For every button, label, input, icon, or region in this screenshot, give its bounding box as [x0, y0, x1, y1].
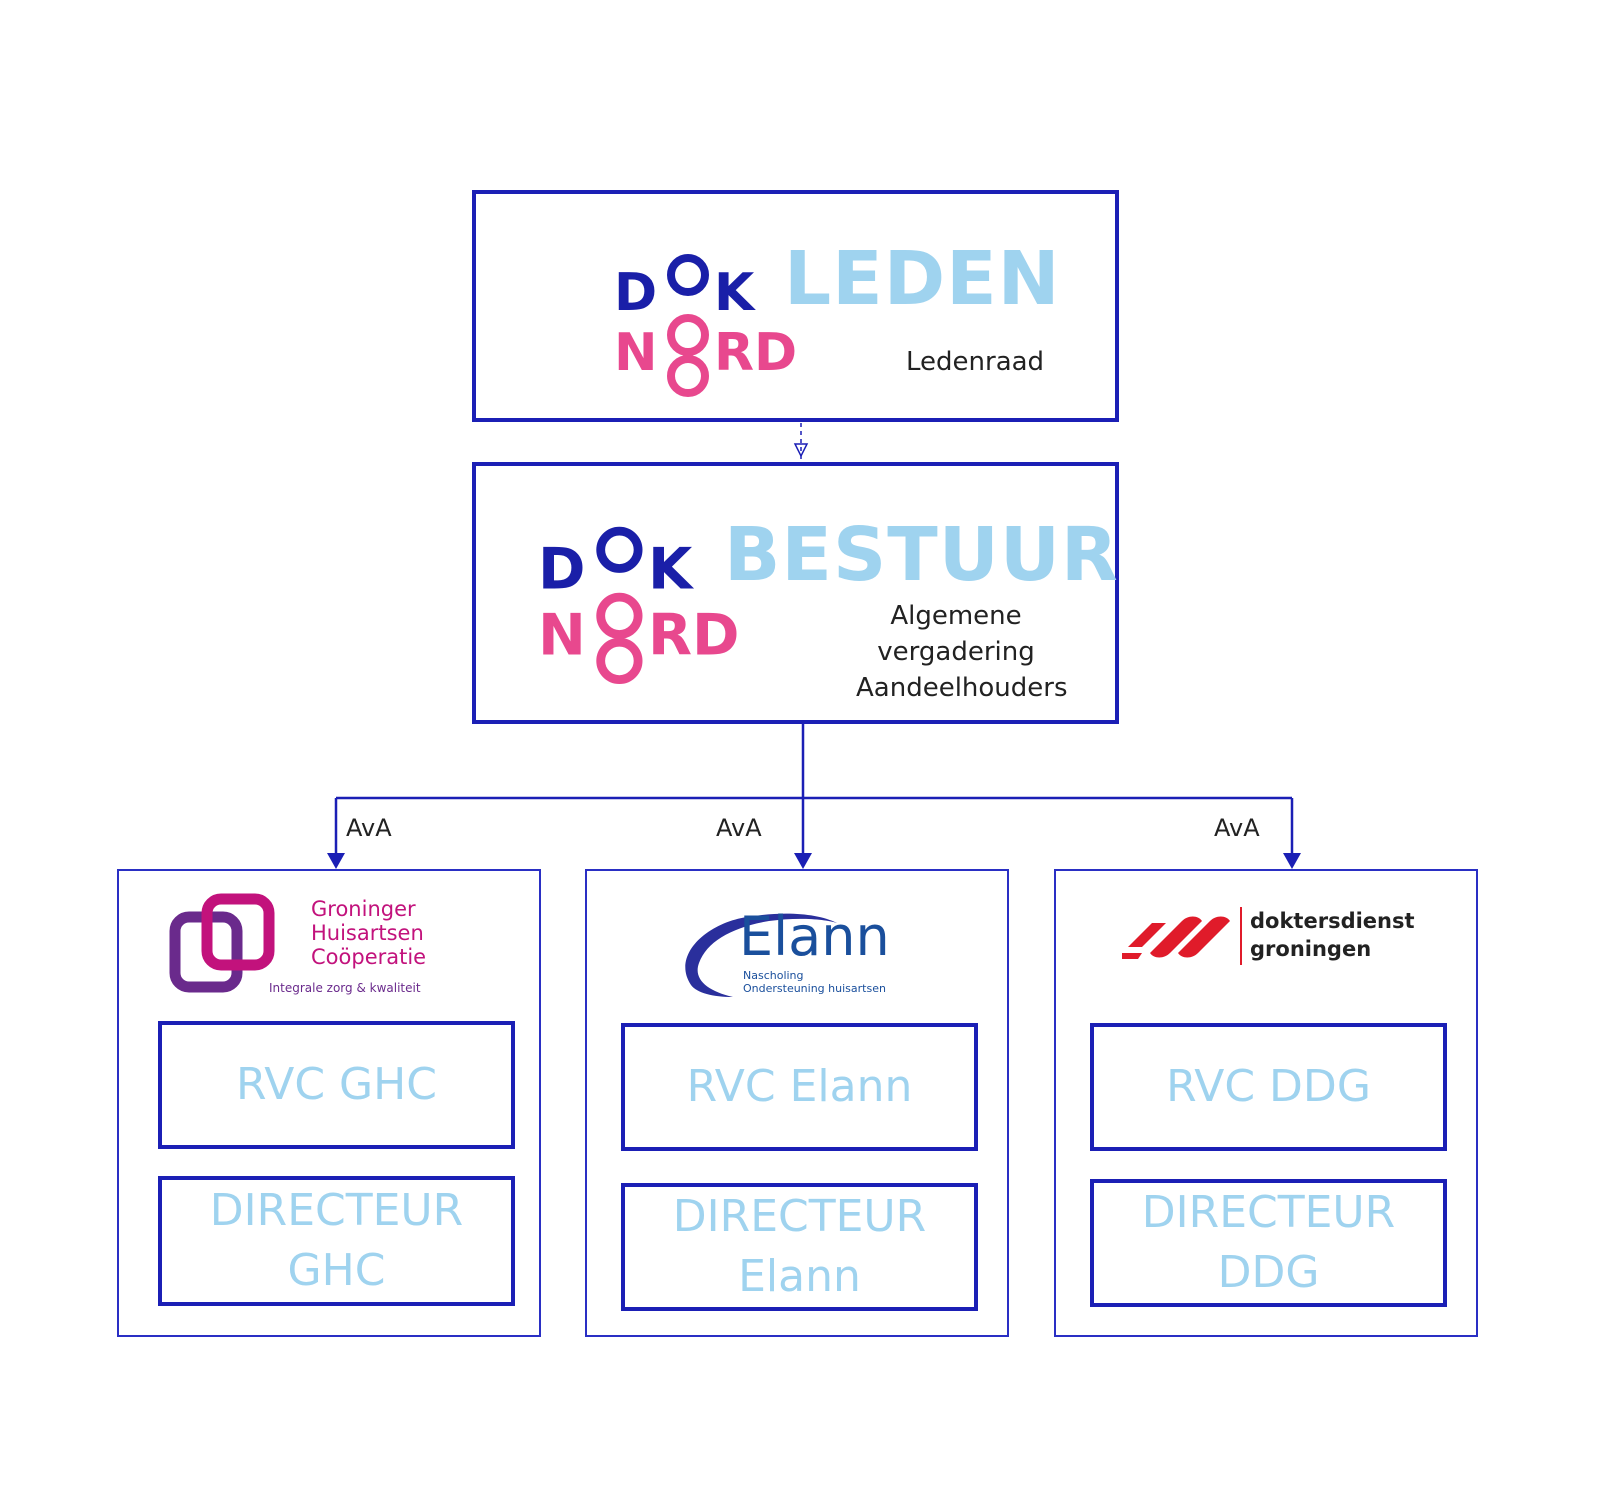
elann-name: Elann	[739, 905, 890, 968]
ava-line-3: Aandeelhouders	[856, 673, 1068, 703]
directeur-ghc-line-1: DIRECTEUR	[209, 1185, 464, 1236]
elann-sub-2: Ondersteuning huisartsen	[743, 982, 886, 995]
directeur-ddg-line-2: DDG	[1217, 1247, 1320, 1298]
svg-text:N: N	[538, 602, 586, 668]
rvc-elann-label: RVC Elann	[686, 1061, 913, 1112]
svg-text:N: N	[614, 323, 658, 383]
ddg-name-line-1: doktersdienst	[1250, 909, 1415, 933]
left-arrow-head	[327, 853, 345, 869]
center-arrow-head	[794, 853, 812, 869]
bestuur-box: D K N RD BESTUUR Algemene vergadering Aa…	[472, 462, 1119, 724]
doknord-logo-mark: D K N RD	[614, 254, 797, 397]
ddg-name-line-2: groningen	[1250, 937, 1372, 961]
svg-text:RD: RD	[648, 602, 740, 668]
ava-label-right: AvA	[1214, 814, 1260, 842]
company-box-ghc: Groninger Huisartsen Coöperatie Integral…	[117, 869, 541, 1337]
rvc-ghc-box: RVC GHC	[158, 1021, 515, 1149]
svg-text:K: K	[714, 263, 756, 323]
ava-label-left: AvA	[346, 814, 392, 842]
directeur-ddg-line-1: DIRECTEUR	[1141, 1187, 1396, 1238]
elann-sub-1: Nascholing	[743, 969, 804, 982]
ddg-divider	[1240, 907, 1242, 965]
ghc-name-line-3: Coöperatie	[311, 945, 427, 969]
rvc-elann-box: RVC Elann	[621, 1023, 978, 1151]
doknord-logo: D K N RD	[538, 522, 758, 692]
ledenraad-label: Ledenraad	[906, 347, 1045, 377]
rvc-ddg-label: RVC DDG	[1166, 1061, 1371, 1112]
ghc-name-line-2: Huisartsen	[311, 921, 424, 945]
elann-swoosh-icon	[685, 913, 837, 997]
directeur-ddg-label: DIRECTEUR DDG	[1142, 1183, 1395, 1303]
directeur-ddg-box: DIRECTEUR DDG	[1090, 1179, 1447, 1307]
ghc-logo: Groninger Huisartsen Coöperatie Integral…	[169, 891, 469, 1001]
elann-logo: Elann Nascholing Ondersteuning huisartse…	[677, 893, 917, 1003]
directeur-elann-line-1: DIRECTEUR	[672, 1191, 927, 1242]
ghc-interlocking-squares-icon	[169, 893, 275, 993]
rvc-ghc-label: RVC GHC	[236, 1059, 437, 1110]
ddg-red-stripes-icon	[1122, 916, 1230, 959]
ghc-tagline: Integrale zorg & kwaliteit	[269, 981, 421, 995]
svg-text:K: K	[648, 536, 695, 602]
company-box-ddg: doktersdienst groningen RVC DDG DIRECTEU…	[1054, 869, 1478, 1337]
small-arrow-icon	[793, 443, 809, 458]
bestuur-title: BESTUUR	[724, 512, 1119, 598]
directeur-elann-box: DIRECTEUR Elann	[621, 1183, 978, 1311]
right-arrow-head	[1283, 853, 1301, 869]
ddg-logo: doktersdienst groningen	[1122, 903, 1422, 983]
directeur-elann-line-2: Elann	[738, 1251, 861, 1302]
rvc-ddg-box: RVC DDG	[1090, 1023, 1447, 1151]
ava-line-1: Algemene	[890, 601, 1022, 631]
ava-label-center: AvA	[716, 814, 762, 842]
doknord-logo: D K N RD	[614, 252, 814, 402]
svg-text:D: D	[614, 263, 657, 323]
svg-text:RD: RD	[714, 323, 797, 383]
leden-box: D K N RD LEDEN Ledenraad	[472, 190, 1119, 422]
company-box-elann: Elann Nascholing Ondersteuning huisartse…	[585, 869, 1009, 1337]
ghc-name-line-1: Groninger	[311, 897, 416, 921]
ava-description: Algemene vergadering Aandeelhouders	[856, 598, 1068, 706]
directeur-elann-label: DIRECTEUR Elann	[673, 1187, 926, 1307]
doknord-logo-mark: D K N RD	[538, 526, 740, 684]
svg-text:D: D	[538, 536, 585, 602]
directeur-ghc-box: DIRECTEUR GHC	[158, 1176, 515, 1306]
leden-title: LEDEN	[784, 236, 1061, 322]
directeur-ghc-line-2: GHC	[287, 1245, 386, 1296]
directeur-ghc-label: DIRECTEUR GHC	[210, 1181, 463, 1301]
ava-line-2: vergadering	[877, 637, 1035, 667]
